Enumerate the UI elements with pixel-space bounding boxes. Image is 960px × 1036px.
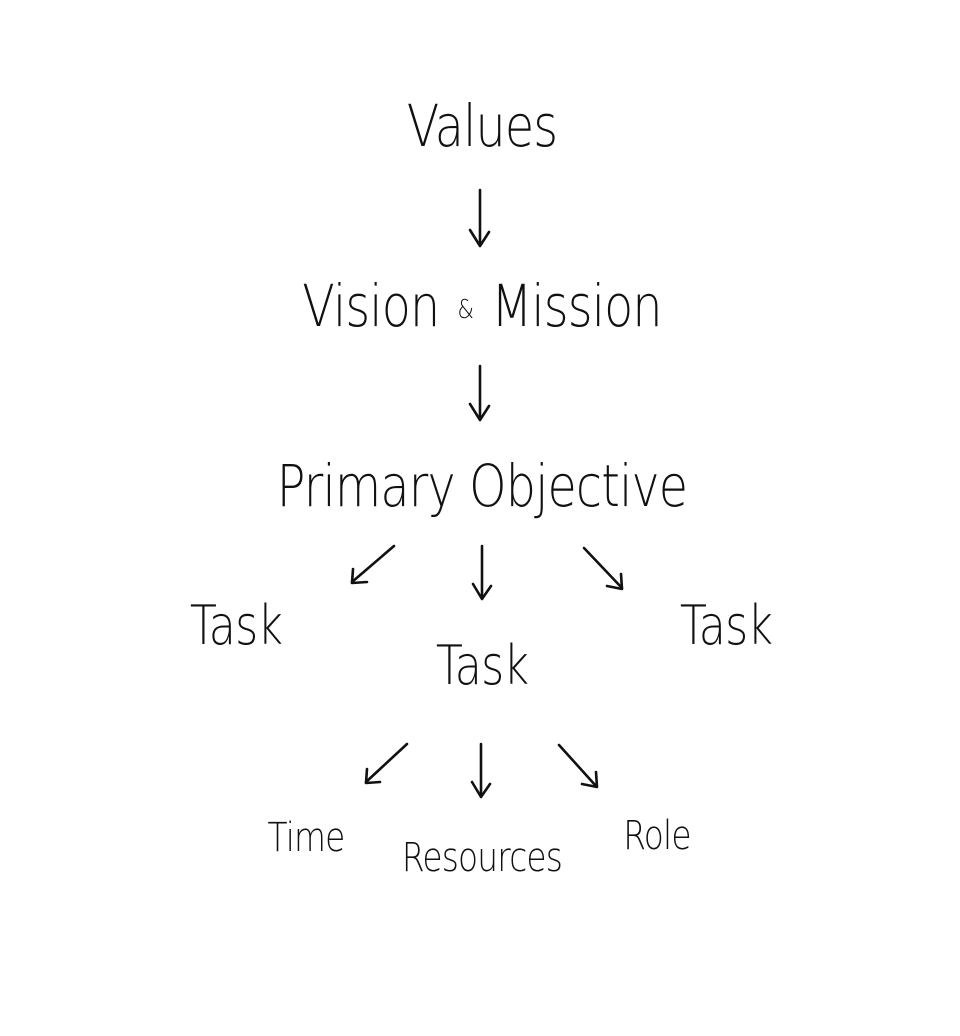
arrow-task-to-resources bbox=[470, 742, 492, 799]
vision-label: Vision bbox=[302, 272, 440, 340]
node-values: Values bbox=[406, 92, 558, 160]
arrow-objective-to-task-left bbox=[350, 544, 396, 585]
node-task-left: Task bbox=[189, 594, 283, 657]
arrow-objective-to-task-center bbox=[471, 544, 493, 601]
arrow-task-to-time bbox=[364, 742, 409, 785]
node-vision-mission: Vision&Mission bbox=[302, 277, 662, 335]
ampersand-label: & bbox=[457, 295, 474, 325]
arrow-objective-to-task-right bbox=[582, 546, 624, 591]
node-primary-objective: Primary Objective bbox=[276, 452, 688, 520]
node-resources: Resources bbox=[401, 835, 563, 881]
node-role: Role bbox=[623, 813, 691, 859]
arrow-values-to-vision-mission bbox=[468, 188, 491, 248]
arrow-vision-mission-to-objective bbox=[468, 364, 491, 422]
node-task-right: Task bbox=[679, 594, 773, 657]
arrow-task-to-role bbox=[557, 743, 599, 789]
node-time: Time bbox=[267, 815, 346, 861]
mission-label: Mission bbox=[491, 272, 662, 340]
node-task-center: Task bbox=[435, 634, 529, 697]
